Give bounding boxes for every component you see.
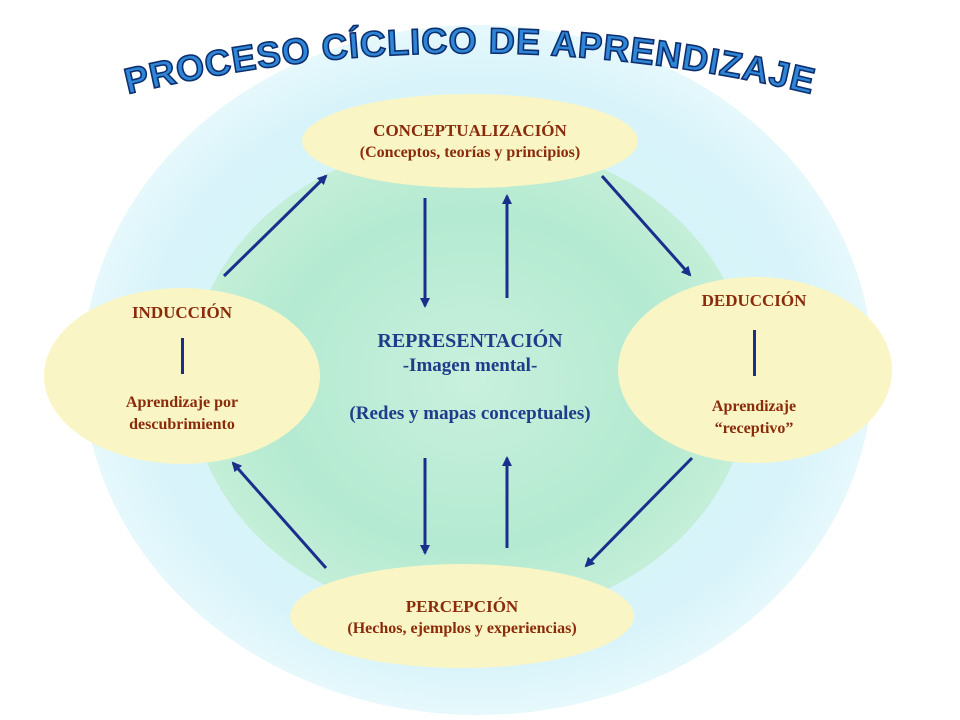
title-graphic: PROCESO CÍCLICO DE APRENDIZAJE (120, 19, 820, 102)
node-percepcion-title: PERCEPCIÓN (405, 597, 519, 616)
node-induccion: INDUCCIÓN Aprendizaje por descubrimiento (60, 296, 304, 456)
arrow-bottom-to-left (231, 461, 328, 569)
node-percepcion-subtitle: (Hechos, ejemplos y experiencias) (347, 620, 577, 637)
arrow-top-to-right (600, 175, 692, 277)
svg-text:PROCESO CÍCLICO DE APRENDIZAJE: PROCESO CÍCLICO DE APRENDIZAJE (120, 20, 819, 102)
node-deduccion-divider (752, 330, 756, 376)
page-title: PROCESO CÍCLICO DE APRENDIZAJE (120, 19, 820, 102)
node-induccion-line2: descubrimiento (129, 416, 235, 433)
node-deduccion-line1: Aprendizaje (711, 398, 797, 415)
node-induccion-divider (180, 338, 184, 374)
node-conceptualizacion-title: CONCEPTUALIZACIÓN (373, 121, 567, 140)
node-induccion-title: INDUCCIÓN (131, 303, 233, 322)
node-deduccion: DEDUCCIÓN Aprendizaje “receptivo” (632, 288, 876, 448)
center-subtitle: -Imagen mental- (402, 355, 538, 376)
node-deduccion-title: DEDUCCIÓN (701, 291, 807, 310)
ellipse-left (44, 288, 320, 464)
arrow-right-to-bottom (584, 456, 694, 568)
arrow-left-to-top (222, 174, 328, 278)
center-representacion: REPRESENTACIÓN -Imagen mental- (Redes y … (300, 328, 640, 426)
center-note: (Redes y mapas conceptuales) (349, 403, 591, 424)
node-deduccion-line2: “receptivo” (714, 420, 794, 437)
node-induccion-line1: Aprendizaje por (125, 394, 239, 411)
ellipse-top (302, 94, 638, 188)
center-title: REPRESENTACIÓN (377, 330, 563, 352)
inner-circle (190, 140, 750, 620)
ellipse-bottom (290, 564, 634, 668)
node-conceptualizacion-subtitle: (Conceptos, teorías y principios) (359, 144, 581, 161)
node-conceptualizacion: CONCEPTUALIZACIÓN (Conceptos, teorías y … (302, 96, 638, 188)
node-percepcion: PERCEPCIÓN (Hechos, ejemplos y experienc… (292, 580, 632, 656)
